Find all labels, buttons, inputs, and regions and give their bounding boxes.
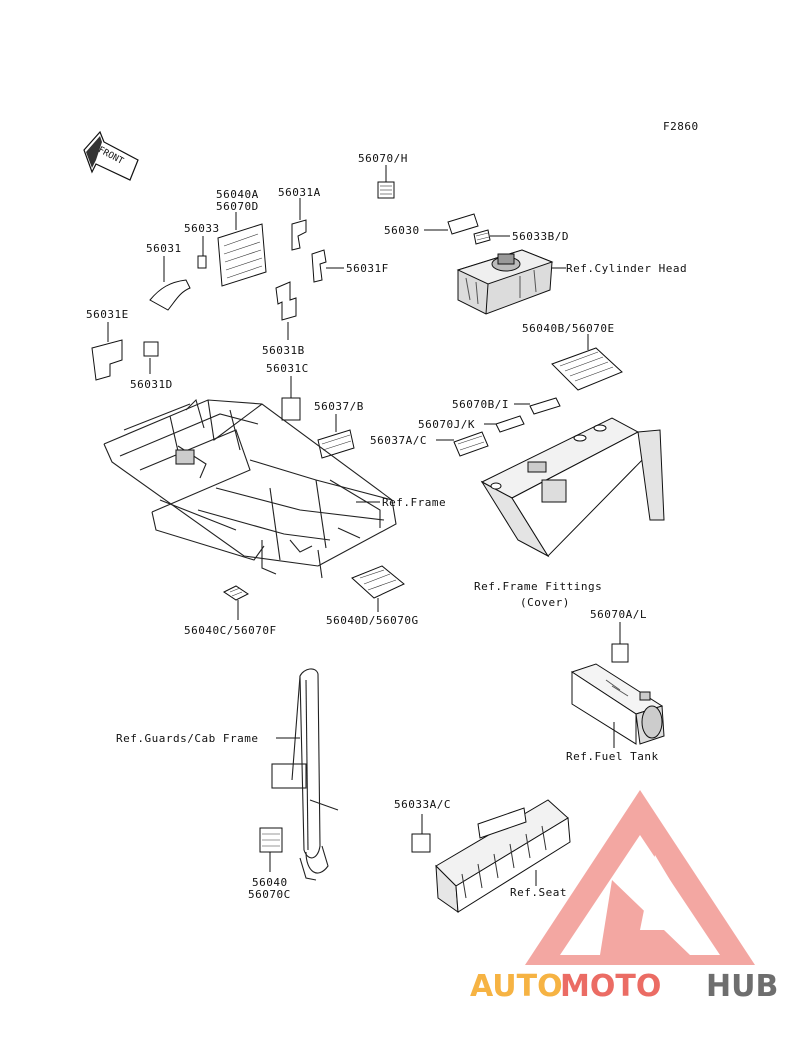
label-56031a-text: 56031A <box>278 186 321 199</box>
label-56040b <box>551 347 623 391</box>
watermark-part3: HUB <box>706 969 778 1004</box>
label-ref-fuel-tank: Ref.Fuel Tank <box>566 750 659 763</box>
label-ref-frame: Ref.Frame <box>382 496 446 509</box>
decal-56070h <box>377 181 395 199</box>
label-56031f-text: 56031F <box>346 262 389 275</box>
decal-56070jk <box>495 415 525 433</box>
decal-56037ac <box>453 431 489 457</box>
label-56040d-text: 56040D/56070G <box>326 614 419 627</box>
vehicle-frame <box>103 398 397 579</box>
decal-56031a <box>291 219 307 251</box>
decal-56070al <box>611 643 629 663</box>
frame-fittings-cover <box>480 417 665 558</box>
label-56031b-text: 56031B <box>262 344 305 357</box>
figure-code: F2860 <box>663 120 699 133</box>
label-ref-guards: Ref.Guards/Cab Frame <box>116 732 258 745</box>
decal-56033bd <box>473 229 491 245</box>
label-56040-cab <box>259 827 283 853</box>
label-56040a <box>217 223 267 287</box>
decal-56033 <box>197 255 207 269</box>
cab-frame <box>271 668 339 881</box>
label-56070jk-text: 56070J/K <box>418 418 475 431</box>
label-ref-cylinder-head: Ref.Cylinder Head <box>566 262 687 275</box>
label-ref-frame-fittings-cover: (Cover) <box>520 596 570 609</box>
label-56031-text: 56031 <box>146 242 182 255</box>
label-56031d-text: 56031D <box>130 378 173 391</box>
decal-56070bi <box>529 397 561 415</box>
label-56070bi-text: 56070B/I <box>452 398 509 411</box>
watermark-part1: AUTO <box>470 969 563 1004</box>
label-56040-text: 56040 <box>252 876 288 889</box>
label-56030-text: 56030 <box>384 224 420 237</box>
label-56040a-text: 56040A <box>216 188 259 201</box>
label-ref-frame-fittings: Ref.Frame Fittings <box>474 580 602 593</box>
seat <box>435 799 571 914</box>
label-56070al-text: 56070A/L <box>590 608 647 621</box>
label-56040d <box>351 565 405 599</box>
fuel-tank <box>570 663 665 745</box>
watermark-part2: MOTO <box>560 969 661 1004</box>
decal-56031c <box>281 397 301 421</box>
label-56040b-text: 56040B/56070E <box>522 322 615 335</box>
label-56033bd-text: 56033B/D <box>512 230 569 243</box>
decal-56031e <box>91 339 123 381</box>
decal-56030 <box>447 213 479 235</box>
decal-56031 <box>149 279 191 311</box>
watermark-text: AUTO MOTO HUB <box>470 969 778 1004</box>
watermark-logo-icon <box>525 790 755 965</box>
label-56040c <box>223 585 249 601</box>
label-56037ac-text: 56037A/C <box>370 434 427 447</box>
decal-56031b <box>275 281 297 321</box>
label-56031c-text: 56031C <box>266 362 309 375</box>
label-56037b-text: 56037/B <box>314 400 364 413</box>
decal-56031d <box>143 341 159 357</box>
label-56033ac-text: 56033A/C <box>394 798 451 811</box>
label-56033-text: 56033 <box>184 222 220 235</box>
label-56070c-text: 56070C <box>248 888 291 901</box>
label-56031e-text: 56031E <box>86 308 129 321</box>
cylinder-head-cover <box>456 249 554 315</box>
label-56070d-text: 56070D <box>216 200 259 213</box>
decal-56031f <box>311 249 327 283</box>
decal-56037b <box>317 429 355 459</box>
decal-56033ac <box>411 833 431 853</box>
front-arrow-icon: FRONT <box>83 130 139 181</box>
label-56070h: 56070/H <box>358 152 408 165</box>
label-ref-seat: Ref.Seat <box>510 886 567 899</box>
label-56040c-text: 56040C/56070F <box>184 624 277 637</box>
